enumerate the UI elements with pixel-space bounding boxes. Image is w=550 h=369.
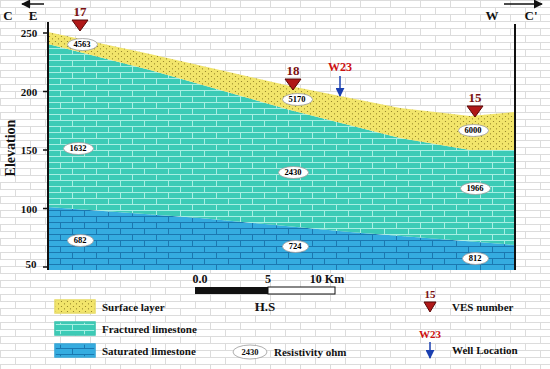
direction-letter: E (29, 9, 38, 22)
elevation-axis (47, 22, 49, 270)
ves-number: 15 (469, 91, 482, 104)
resistivity-ellipse: 4563 (67, 38, 98, 51)
axis-ticks (43, 33, 48, 267)
ves-number: 15 (425, 289, 436, 300)
ellipse-outline (458, 124, 488, 136)
legend-text: Well Location (452, 345, 518, 356)
legend-swatch (55, 344, 95, 357)
direction-letter: W (486, 9, 499, 22)
resistivity-value: 812 (462, 254, 489, 263)
ves-marker (467, 106, 483, 117)
legend-text: Surface layer (102, 301, 165, 312)
scale-bar (268, 287, 335, 294)
ellipse-outline (460, 182, 490, 194)
ellipse-outline (63, 142, 93, 154)
scale-bar (195, 287, 268, 294)
legend-text: Resistivity ohm (274, 347, 346, 358)
legend-text: Fractured limestone (102, 323, 197, 334)
swatch-pattern (55, 300, 95, 313)
section-letter: C' (525, 9, 538, 22)
ellipse-outline (282, 240, 308, 252)
resistivity-value: 2430 (242, 348, 259, 357)
legend-text: Saturated limestone (102, 345, 196, 356)
resistivity-value: 682 (67, 236, 94, 245)
well-name: W23 (328, 61, 352, 73)
axis-tick-label: 250 (21, 28, 38, 39)
resistivity-ellipse: 6000 (458, 124, 489, 137)
scale-name: H.S (255, 300, 276, 313)
ves-number: 17 (74, 5, 87, 18)
legend-text: VES number (452, 302, 513, 313)
surface-layer (48, 32, 515, 150)
resistivity-ellipse: 5170 (282, 93, 313, 106)
resistivity-ellipse: 1632 (63, 142, 94, 155)
section-end (514, 24, 516, 270)
ellipse-outline (462, 252, 488, 264)
legend-swatch (55, 322, 95, 335)
ellipse-outline (67, 234, 93, 246)
legend-swatch (55, 300, 95, 313)
resistivity-sample (233, 345, 267, 359)
ellipse-outline (282, 93, 312, 105)
resistivity-ellipse: 2430 (278, 166, 309, 179)
ellipse-outline (278, 166, 308, 178)
resistivity-value: 724 (282, 242, 309, 251)
scale-number: 10 Km (310, 273, 344, 285)
ves-marker (72, 20, 88, 31)
scale-number: 5 (265, 273, 271, 285)
axis-tick-label: 50 (26, 259, 37, 270)
resistivity-ellipse: 812 (462, 252, 489, 265)
ves-number: 18 (287, 64, 300, 77)
swatch-pattern (55, 344, 95, 357)
ves-marker (285, 79, 301, 90)
resistivity-value: 4563 (67, 40, 98, 49)
resistivity-ellipse: 724 (282, 240, 309, 253)
resistivity-value: 2430 (278, 168, 309, 177)
direction-arrow (504, 3, 542, 5)
axis-tick-label: 150 (21, 145, 38, 156)
well-arrow (429, 342, 431, 358)
ellipse-outline (67, 38, 97, 50)
axis-tick-label: 200 (21, 86, 38, 97)
direction-arrow (22, 3, 44, 5)
resistivity-value: 1966 (460, 184, 491, 193)
resistivity-value: 5170 (282, 95, 313, 104)
well-name: W23 (419, 329, 441, 340)
resistivity-ellipse: 682 (67, 234, 94, 247)
section-letter: C (3, 9, 12, 22)
axis-title: Elevation (4, 120, 18, 177)
resistivity-value: 6000 (458, 126, 489, 135)
ves-marker (424, 302, 436, 312)
well-arrow (339, 76, 341, 96)
axis-tick-label: 100 (21, 203, 38, 214)
resistivity-value: 1632 (63, 144, 94, 153)
swatch-pattern (55, 322, 95, 335)
scale-number: 0.0 (193, 273, 208, 285)
resistivity-ellipse: 1966 (460, 182, 491, 195)
